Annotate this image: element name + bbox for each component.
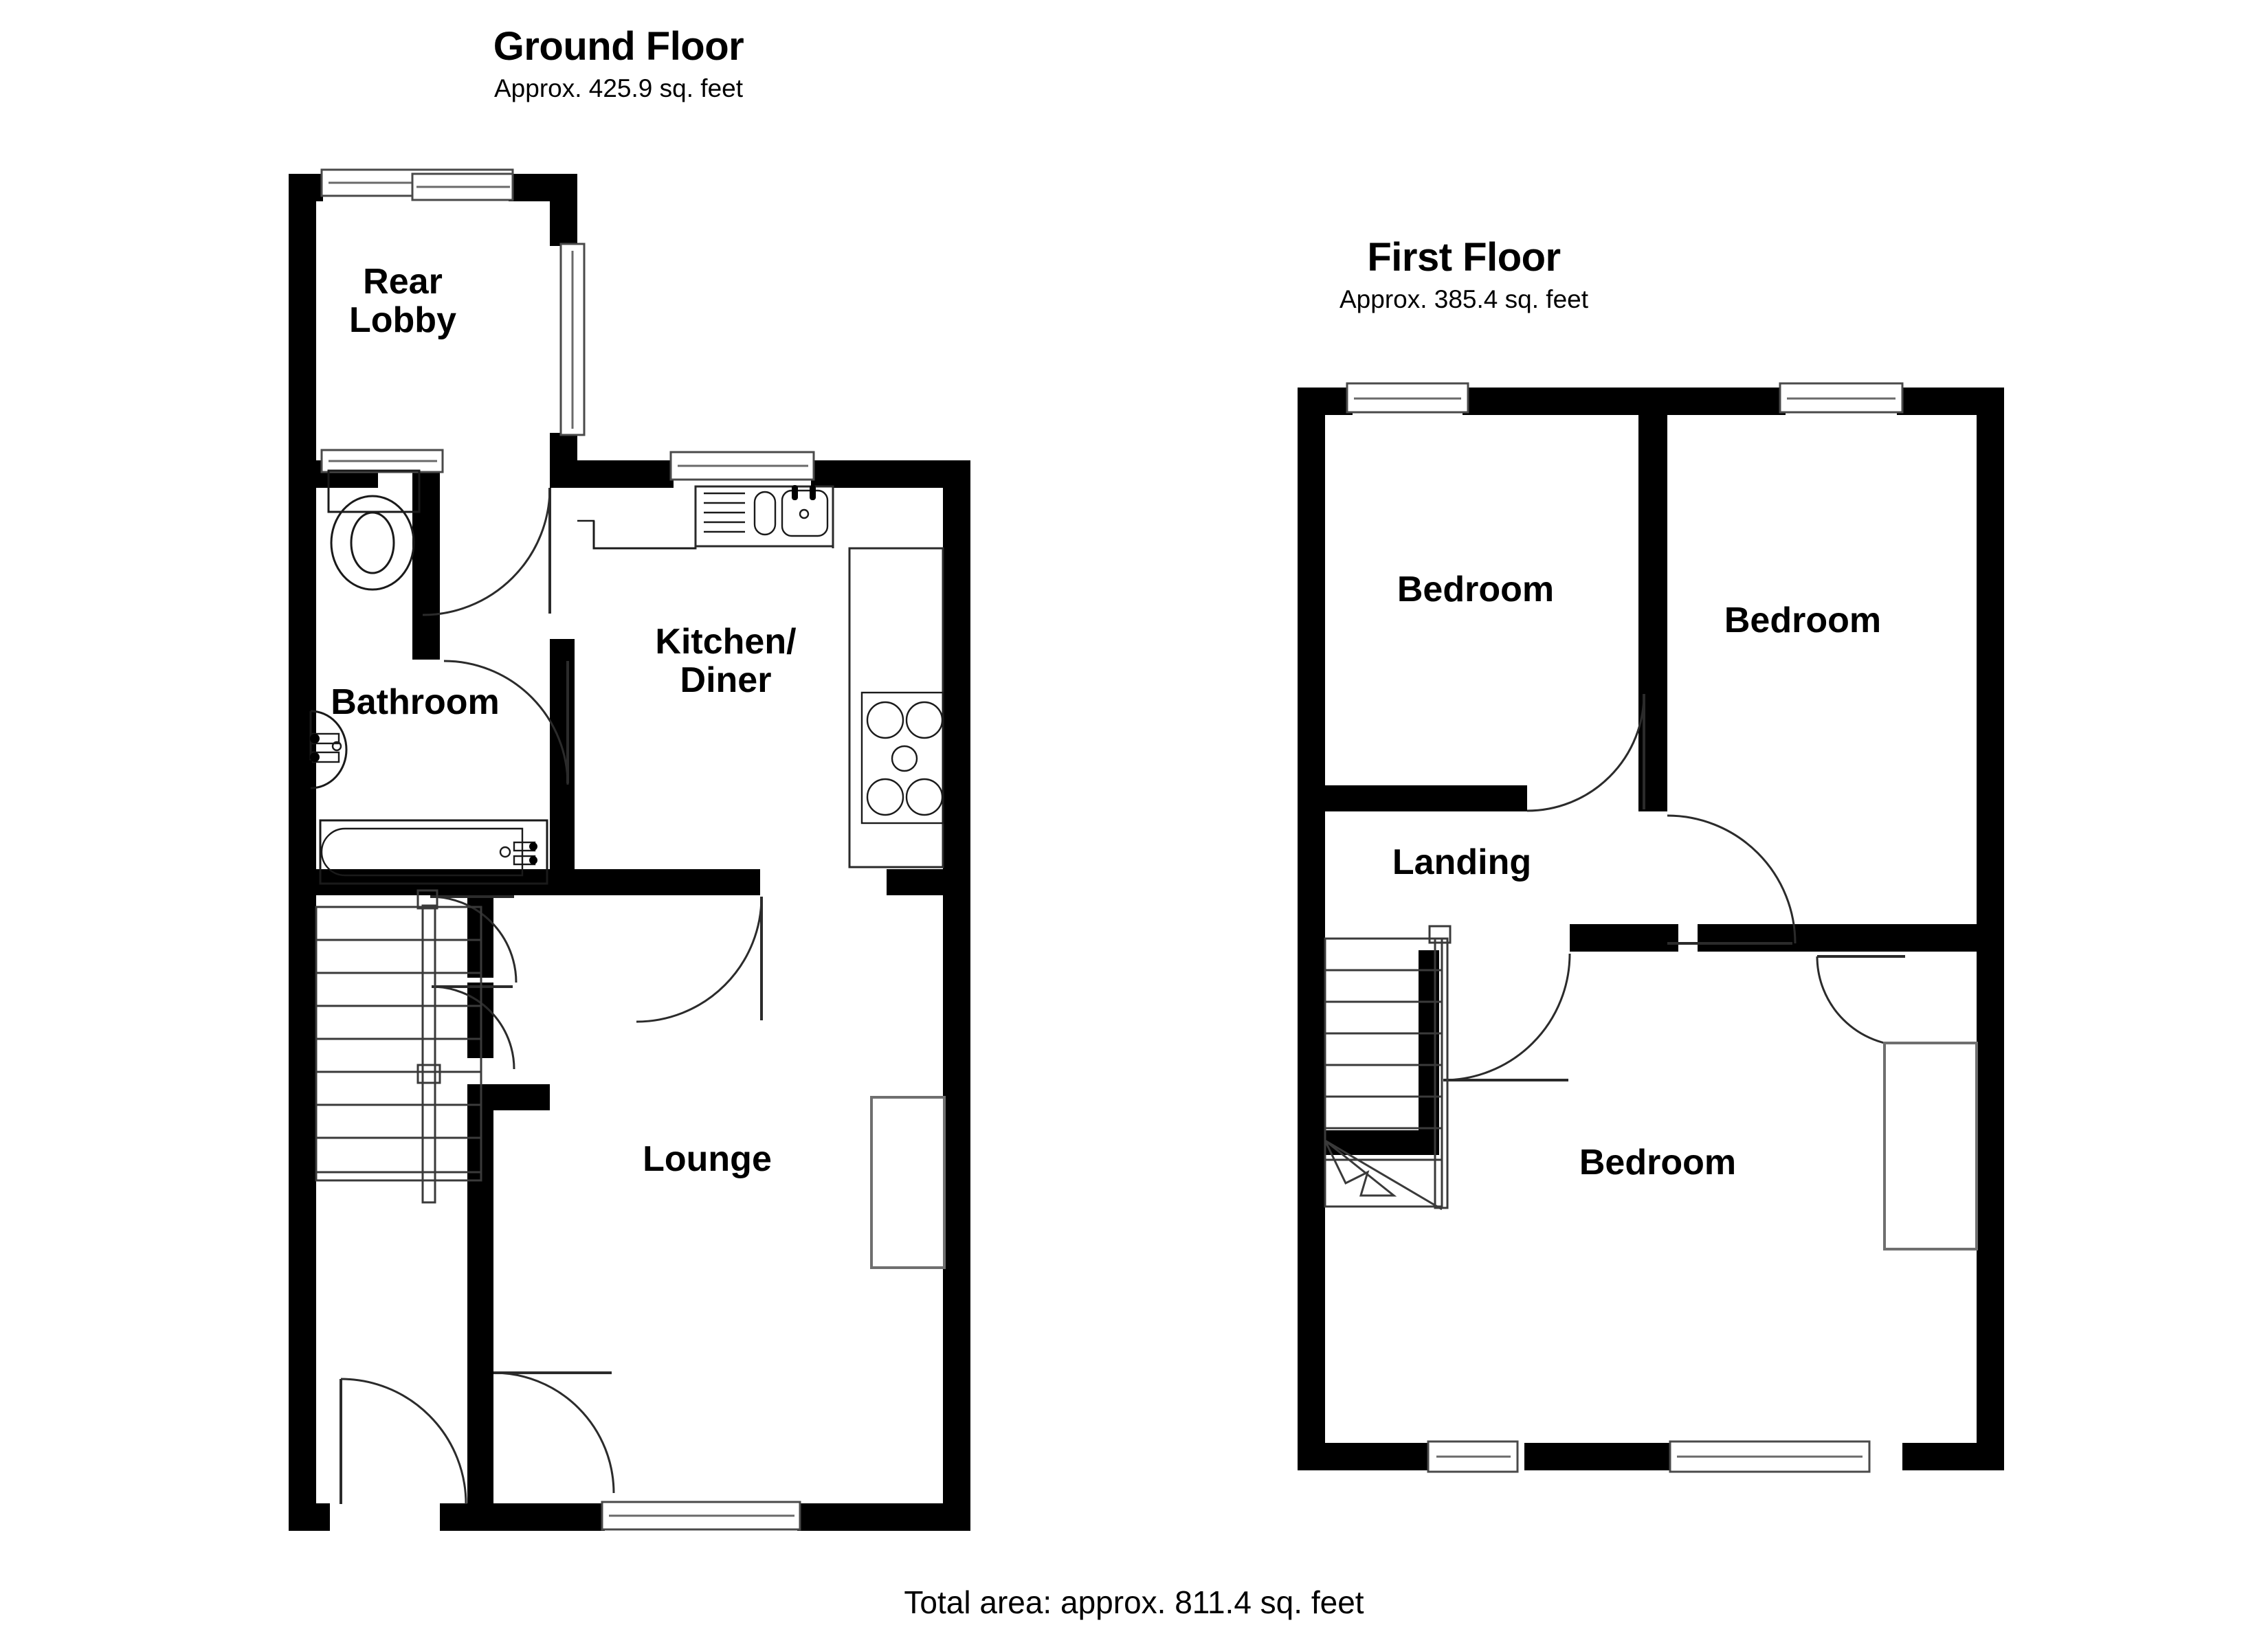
fireplace-alcove (870, 1096, 946, 1269)
room-label-bathroom: Bathroom (331, 682, 500, 722)
room-label-landing: Landing (1392, 842, 1532, 882)
first-rear-window-right (1779, 382, 1904, 414)
room-label-bedroom-3: Bedroom (1579, 1142, 1737, 1182)
hall-upper-door (430, 895, 518, 983)
first-front-window-left (1427, 1440, 1519, 1473)
first-floor-plan (1298, 382, 2004, 1473)
room-label-kitchen-diner: Kitchen/ Diner (655, 621, 797, 700)
bath-fixture (319, 819, 548, 885)
ground-staircase (315, 889, 482, 1204)
room-label-bedroom-2: Bedroom (1724, 600, 1882, 640)
hall-lower-door (431, 985, 515, 1070)
room-label-rear-lobby: Rear Lobby (349, 261, 456, 340)
lobby-door (422, 487, 551, 616)
wardrobe-alcove (1883, 1042, 1978, 1250)
hall-to-lounge-door (493, 1371, 615, 1494)
kitchen-counter-right (848, 547, 944, 868)
kitchen-worktop (592, 485, 834, 550)
ground-floor-area: Approx. 425.9 sq. feet (493, 74, 743, 102)
first-windows (1346, 382, 1904, 1473)
wardrobe-door (1816, 955, 1907, 1047)
ground-floor-title: Ground Floor (493, 24, 744, 69)
kitchen-window (669, 451, 815, 481)
bedroom1-door (1526, 693, 1645, 812)
lounge-door (636, 896, 763, 1023)
first-rear-window-left (1346, 382, 1469, 414)
room-label-lounge: Lounge (643, 1138, 772, 1179)
bathroom-window (320, 449, 444, 473)
first-front-window-right (1669, 1440, 1871, 1473)
ground-windows (320, 168, 815, 1531)
lounge-front-window (601, 1501, 801, 1531)
total-area-text: Total area: approx. 811.4 sq. feet (904, 1584, 1364, 1620)
front-entrance-door (340, 1378, 467, 1505)
hob-fixture (860, 691, 944, 824)
room-label-bedroom-1: Bedroom (1397, 569, 1555, 609)
ground-fixtures (309, 469, 946, 1269)
wash-basin-fixture (309, 710, 348, 789)
ground-outer-walls (289, 174, 970, 1531)
bathroom-door (443, 660, 569, 785)
toilet-fixture (327, 469, 421, 591)
ground-floor-plan (289, 168, 970, 1531)
first-floor-title: First Floor (1367, 235, 1561, 280)
rear-lobby-window (320, 168, 514, 201)
first-floor-title-block: First Floor Approx. 385.4 sq. feet (1155, 235, 1773, 314)
bedroom2-door (1667, 814, 1797, 945)
bedroom3-door (1443, 953, 1571, 1081)
ground-floor-title-block: Ground Floor Approx. 425.9 sq. feet (309, 24, 928, 103)
first-floor-area: Approx. 385.4 sq. feet (1339, 284, 1588, 313)
rear-lobby-side-door (559, 243, 586, 436)
first-outer-walls (1298, 388, 2004, 1470)
ground-internal-walls (289, 460, 970, 1503)
first-internal-walls (1325, 415, 1977, 1155)
first-staircase (1324, 925, 1452, 1211)
